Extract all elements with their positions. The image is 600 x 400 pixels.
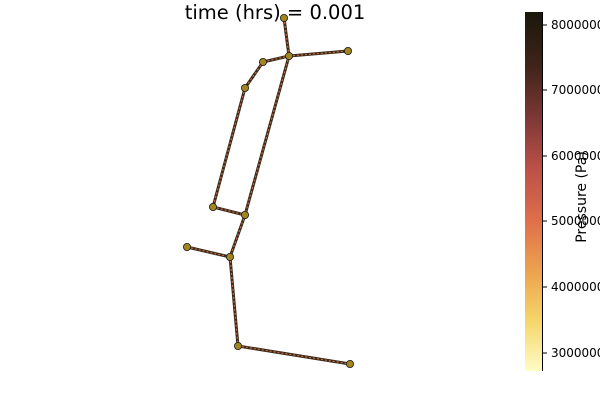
junction-node xyxy=(225,252,234,261)
pipe-pressure-highlight xyxy=(229,256,239,347)
colorbar-tick-label: 4000000 xyxy=(551,280,600,294)
pipe-pressure-highlight xyxy=(244,61,264,89)
pipe-pressure-highlight xyxy=(186,246,231,258)
pipe-pressure-highlight xyxy=(244,55,290,216)
pipe-pressure-highlight xyxy=(288,50,349,57)
pipe-network xyxy=(185,16,352,366)
junction-node xyxy=(208,202,217,211)
junction-nodes xyxy=(182,13,354,368)
pipe-pressure-highlight xyxy=(229,214,246,258)
junction-node xyxy=(343,47,352,56)
colorbar-gradient xyxy=(525,12,542,371)
colorbar-tick-label: 3000000 xyxy=(551,346,600,360)
junction-node xyxy=(182,242,191,251)
colorbar-label: Pressure (Pa) xyxy=(574,151,590,243)
pipe-segment xyxy=(282,16,291,58)
colorbar-tick-label: 8000000 xyxy=(551,18,600,32)
colorbar-tick-label: 6000000 xyxy=(551,149,600,163)
pipe-pressure-highlight xyxy=(212,87,246,208)
pipe-pressure-highlight xyxy=(262,55,290,63)
junction-node xyxy=(240,84,249,93)
junction-node xyxy=(233,341,242,350)
junction-node xyxy=(240,210,249,219)
junction-node xyxy=(279,13,288,22)
junction-node xyxy=(345,359,354,368)
colorbar-tick-label: 7000000 xyxy=(551,83,600,97)
plot-title: time (hrs) = 0.001 xyxy=(185,1,366,24)
junction-node xyxy=(258,58,267,67)
pipe-pressure-highlight xyxy=(237,345,351,365)
colorbar: 8000000 7000000 6000000 5000000 4000000 … xyxy=(525,12,600,371)
junction-node xyxy=(284,52,293,61)
colorbar-tick-label: 5000000 xyxy=(551,214,600,228)
pipe-pressure-highlight xyxy=(212,206,246,216)
